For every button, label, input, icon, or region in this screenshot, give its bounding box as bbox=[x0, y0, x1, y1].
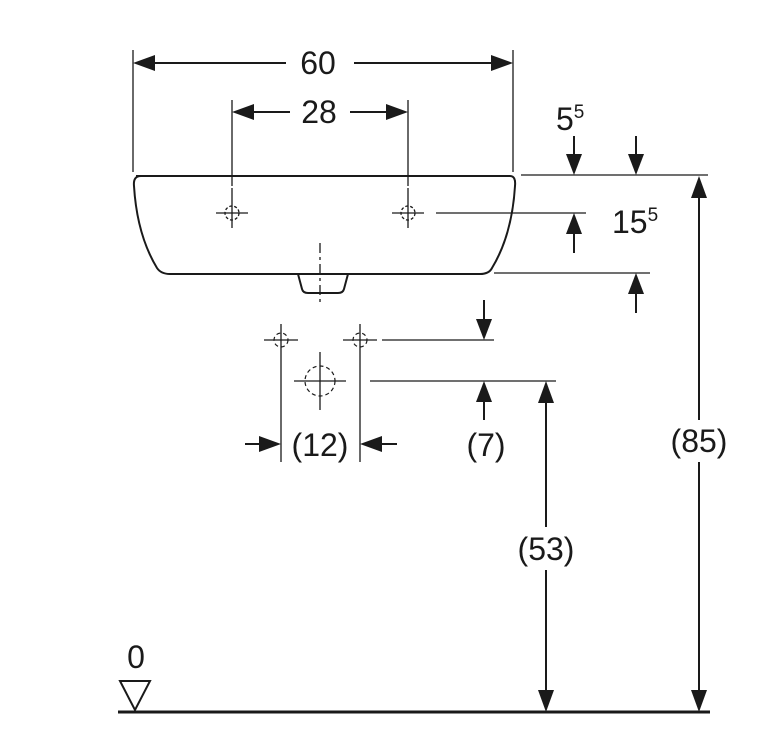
dimension-overall-width: 60 bbox=[132, 45, 514, 172]
open-triangle-icon bbox=[118, 680, 152, 713]
waste-spacing-label: (12) bbox=[292, 427, 349, 463]
waste-offset-arrow-top bbox=[476, 319, 492, 340]
dimension-rim-offset: 55 bbox=[521, 101, 708, 176]
waste-hole-left bbox=[264, 324, 298, 356]
overall-width-label: 60 bbox=[300, 45, 336, 81]
dimension-rim-height: (85) bbox=[671, 176, 728, 712]
rim-offset-label: 55 bbox=[556, 101, 584, 137]
dimension-tap-hole-spacing: 28 bbox=[231, 94, 409, 186]
dimension-waste-spacing: (12) bbox=[245, 356, 397, 463]
dimension-tap-hole-depth: 155 bbox=[436, 204, 658, 313]
dimension-waste-height: (53) bbox=[518, 381, 575, 712]
floor-level-label: 0 bbox=[127, 639, 145, 675]
waste-height-label: (53) bbox=[518, 531, 575, 567]
dimension-waste-offset: (7) bbox=[370, 380, 556, 463]
basin-outline bbox=[132, 175, 517, 275]
waste-centre bbox=[294, 352, 346, 410]
rim-height-label: (85) bbox=[671, 423, 728, 459]
tap-hole-depth-label: 155 bbox=[612, 204, 658, 240]
waste-outlet bbox=[297, 273, 349, 294]
waste-offset-label: (7) bbox=[466, 427, 505, 463]
waste-hole-right bbox=[343, 324, 377, 356]
tap-hole-spacing-label: 28 bbox=[301, 94, 337, 130]
tap-hole-right bbox=[392, 188, 424, 228]
tap-hole-left bbox=[216, 188, 248, 228]
